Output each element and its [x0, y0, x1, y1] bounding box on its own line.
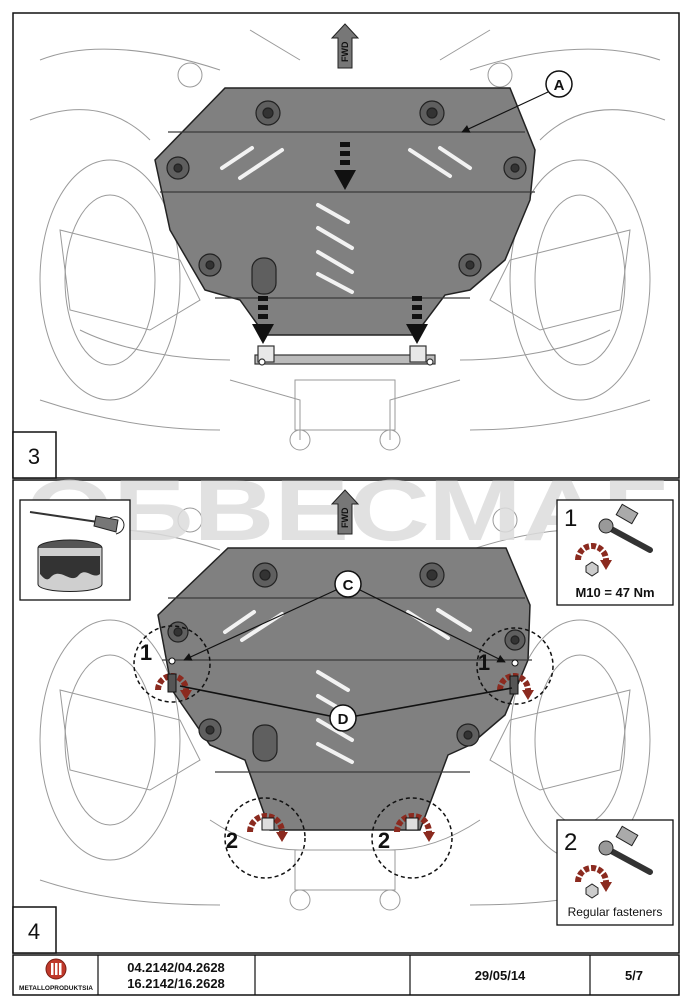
arrow-head [180, 690, 534, 842]
fastener-type-marker-2: 2 [378, 828, 390, 853]
step-number-3: 3 [12, 431, 57, 479]
revision-date: 29/05/14 [475, 968, 526, 983]
svg-text:C: C [343, 577, 354, 594]
installation-arrow [252, 142, 428, 344]
cross-member [254, 345, 436, 366]
bolt-icon [167, 657, 519, 831]
inset-number: 1 [564, 505, 577, 532]
svg-text:FWD: FWD [340, 507, 350, 528]
vent-slots [220, 146, 472, 294]
panel-4: ОБВЕСМАГ FWD [12, 463, 680, 954]
callout-a: A [461, 70, 573, 133]
chassis-line-art [29, 29, 666, 451]
page-number: 5/7 [625, 968, 643, 983]
svg-text:FWD: FWD [340, 41, 350, 62]
anticorrosion-inset [19, 499, 131, 601]
company-logo: METALLOPRODUKTSIA [19, 958, 93, 992]
tighten-arrow-icon [575, 543, 612, 577]
panel-3: FWD A 3 [12, 12, 680, 479]
title-block: METALLOPRODUKTSIA 04.2142/04.2628 16.214… [12, 954, 680, 996]
fastener-caption: Regular fasteners [568, 905, 663, 919]
forward-direction-icon: FWD [330, 489, 360, 535]
fastener-type-marker-1: 1 [478, 650, 490, 675]
step-number-4: 4 [12, 906, 57, 954]
paint-brush-icon [29, 511, 125, 535]
svg-text:METALLOPRODUKTSIA: METALLOPRODUKTSIA [19, 985, 93, 992]
ratchet-wrench-icon [598, 825, 653, 875]
inset-number: 2 [564, 829, 577, 856]
callout-d: D [179, 685, 513, 732]
svg-text:3: 3 [28, 444, 40, 469]
vent-slots [223, 608, 472, 764]
svg-text:4: 4 [28, 919, 40, 944]
fastener-detail-circle [133, 625, 554, 879]
callout-c: C [183, 570, 506, 663]
part-number-line-1: 04.2142/04.2628 [127, 960, 225, 975]
ratchet-wrench-icon [598, 503, 653, 553]
regular-fasteners-inset: 2 Regular fasteners [556, 819, 674, 926]
fastener-type-marker-1: 1 [140, 640, 152, 665]
torque-inset: 1 M10 = 47 Nm [556, 499, 674, 606]
tighten-arrow-icon [575, 865, 612, 899]
torque-spec: M10 = 47 Nm [575, 585, 654, 600]
svg-text:D: D [338, 711, 349, 728]
mount-hole [167, 562, 526, 762]
paint-can-icon [37, 539, 103, 592]
fastener-type-marker-2: 2 [226, 828, 238, 853]
svg-text:A: A [554, 77, 565, 94]
forward-direction-icon: FWD [330, 23, 360, 69]
mount-hole [166, 100, 527, 295]
part-number-line-2: 16.2142/16.2628 [127, 976, 225, 991]
